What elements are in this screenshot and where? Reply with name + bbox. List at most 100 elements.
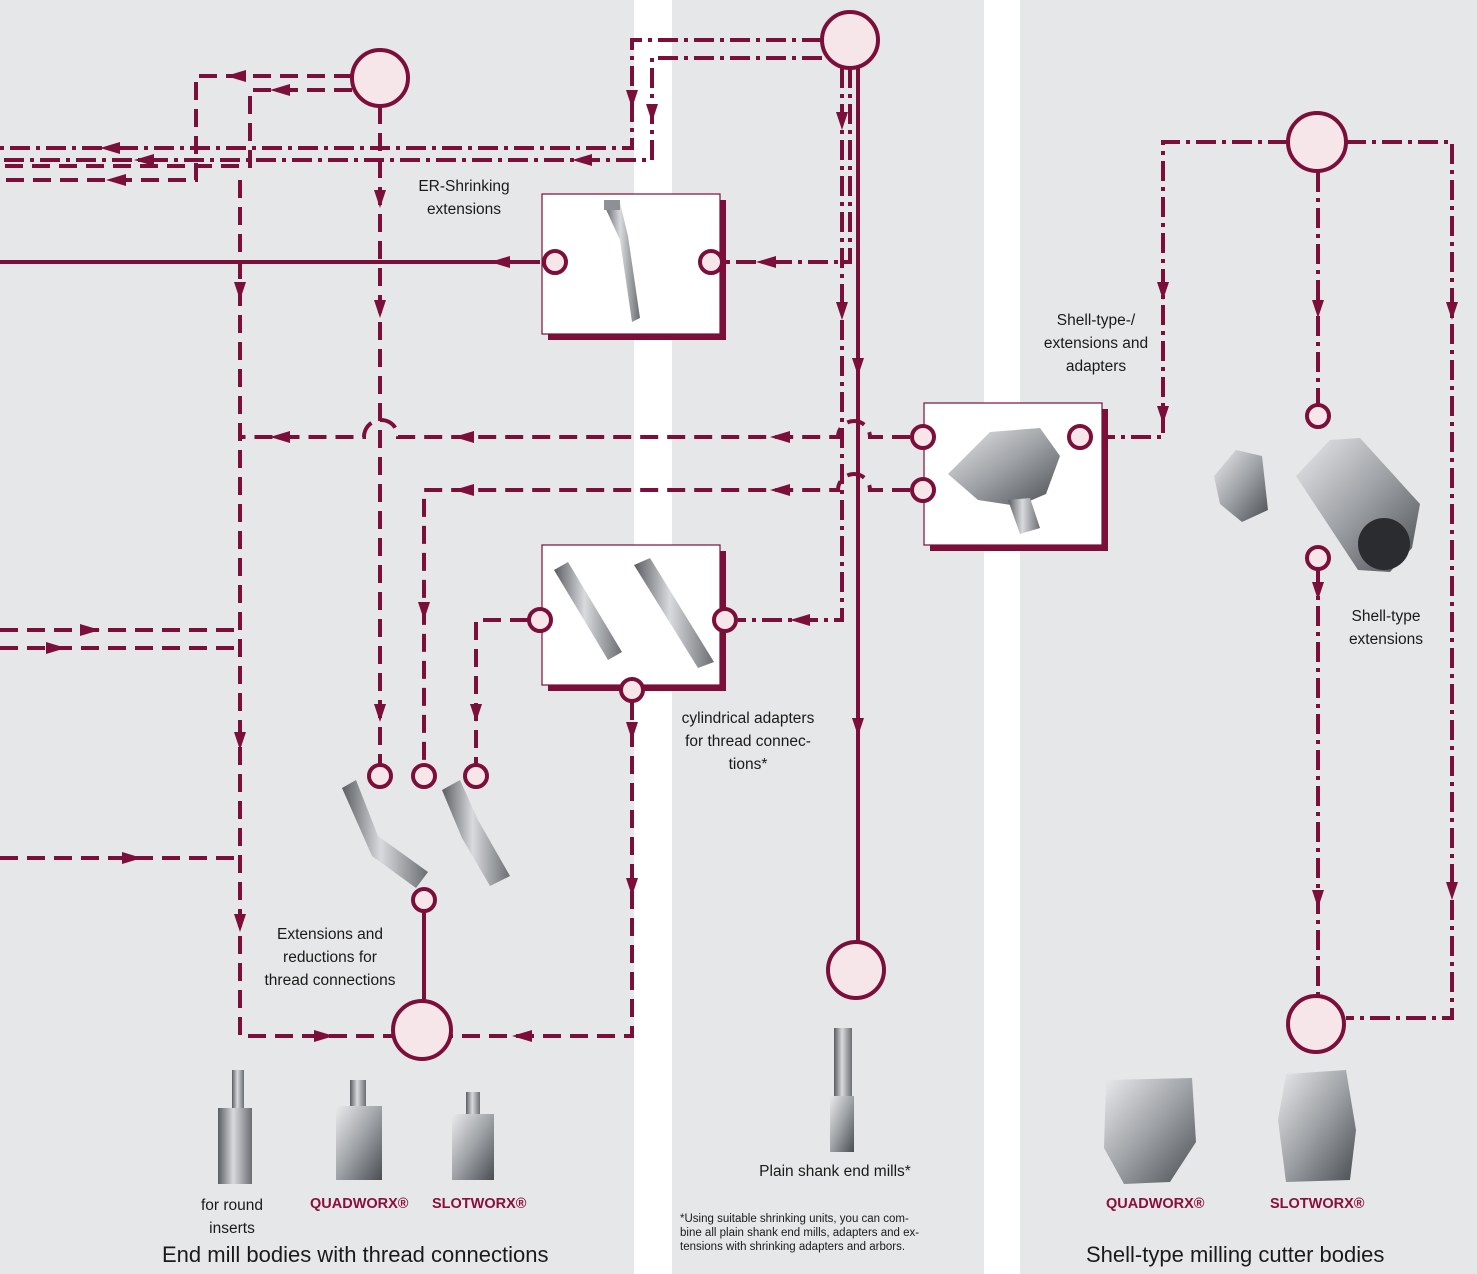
arrow-marker (836, 112, 848, 130)
quadworx-mill-image (336, 1080, 382, 1180)
connection-port (411, 763, 437, 789)
connection-port (411, 887, 437, 913)
shell-adapter-image (948, 428, 1060, 534)
arrow-marker (454, 484, 474, 496)
arrow-marker (770, 431, 790, 443)
slotworx-label: SLOTWORX® (432, 1196, 527, 1212)
arrow-marker (790, 614, 810, 626)
connection-node-large (1286, 994, 1346, 1054)
arrow-marker (572, 154, 592, 166)
flow-line (738, 68, 844, 622)
arrow-marker (134, 154, 154, 166)
arrow-marker (314, 1030, 334, 1042)
arrow-marker (646, 104, 658, 122)
arrow-marker (1446, 302, 1458, 320)
arrow-marker (626, 90, 638, 108)
extensions-reductions-label: Extensions and reductions for thread con… (264, 926, 396, 989)
arrow-marker (1157, 406, 1169, 424)
arrow-marker (836, 302, 848, 320)
connection-port (542, 249, 568, 275)
arrow-marker (1312, 890, 1324, 908)
flow-line (724, 68, 852, 264)
arrow-marker (454, 431, 474, 443)
arrow-marker (234, 282, 246, 300)
connection-port (1067, 424, 1093, 450)
arrow-marker (470, 704, 482, 722)
shell-quadworx-image (1104, 1078, 1196, 1184)
shell-slotworx-image (1278, 1070, 1356, 1182)
arrow-marker (1312, 300, 1324, 318)
arrow-marker (626, 878, 638, 896)
round-inserts-label: for round inserts (200, 1197, 264, 1237)
arrow-marker (80, 624, 100, 636)
flow-line (0, 88, 352, 168)
connection-port (527, 607, 553, 633)
arrow-marker (1312, 582, 1324, 600)
flow-line (0, 74, 352, 182)
connection-node-large (1286, 111, 1348, 173)
connection-port (1305, 545, 1331, 571)
arrow-marker (490, 256, 510, 268)
shell-slotworx-label: SLOTWORX® (1270, 1196, 1365, 1212)
arrow-marker (374, 704, 386, 722)
connection-port (1305, 403, 1331, 429)
round-insert-mill-image (218, 1070, 252, 1184)
arrow-marker (234, 914, 246, 932)
flow-line (1093, 140, 1288, 439)
plain-shank-mill-image (830, 1028, 854, 1152)
arrow-marker (374, 300, 386, 318)
flow-line (240, 418, 910, 439)
flow-line (1346, 140, 1454, 1020)
er-shrinking-label: ER-Shrinking extensions (418, 178, 510, 218)
quadworx-label: QUADWORX® (310, 1196, 409, 1212)
arrow-marker (770, 484, 790, 496)
left-panel (0, 0, 634, 1274)
plain-shank-label: Plain shank end mills* (759, 1163, 911, 1180)
connection-port (910, 424, 936, 450)
arrow-marker (226, 70, 246, 82)
connection-node-large (350, 48, 410, 108)
slotworx-mill-image (452, 1092, 494, 1180)
flow-line (238, 180, 395, 1038)
shell-extension-image (1214, 438, 1420, 572)
arrow-marker (46, 642, 66, 654)
arrow-marker (1157, 282, 1169, 300)
arrow-marker (626, 722, 638, 740)
thread-extension-image (342, 780, 510, 888)
arrow-marker (122, 852, 142, 864)
shell-type-adapters-label: Shell-type-/ extensions and adapters (1043, 312, 1149, 375)
connection-port (712, 607, 738, 633)
section-title-end-mill-bodies: End mill bodies with thread connections (162, 1242, 549, 1267)
connection-port (463, 763, 489, 789)
arrow-marker (756, 256, 776, 268)
arrow-marker (100, 142, 120, 154)
flow-line (474, 618, 528, 764)
connection-port (698, 249, 724, 275)
arrow-marker (418, 602, 430, 620)
section-title-shell-type: Shell-type milling cutter bodies (1086, 1242, 1385, 1267)
connection-node-large (391, 999, 453, 1061)
flow-line (451, 702, 634, 1038)
arrow-marker (512, 1030, 532, 1042)
arrow-marker (234, 732, 246, 750)
arrow-marker (852, 358, 864, 376)
cylindrical-adapter-image (554, 558, 714, 668)
connection-node-large (820, 10, 880, 70)
flow-line (0, 56, 822, 162)
arrow-marker (270, 431, 290, 443)
shell-quadworx-label: QUADWORX® (1106, 1196, 1205, 1212)
arrow-marker (852, 718, 864, 736)
cylindrical-adapters-label: cylindrical adapters for thread connec- … (681, 710, 815, 773)
connection-node-large (826, 940, 886, 1000)
shell-type-extensions-label: Shell-type extensions (1348, 608, 1424, 648)
right-panel (1020, 0, 1477, 1274)
arrow-marker (374, 190, 386, 208)
arrow-marker (270, 84, 290, 96)
connection-port (367, 763, 393, 789)
arrow-marker (106, 174, 126, 186)
connection-port (619, 677, 645, 703)
connection-port (910, 477, 936, 503)
footnote: *Using suitable shrinking units, you can… (680, 1213, 920, 1253)
arrow-marker (1446, 882, 1458, 900)
